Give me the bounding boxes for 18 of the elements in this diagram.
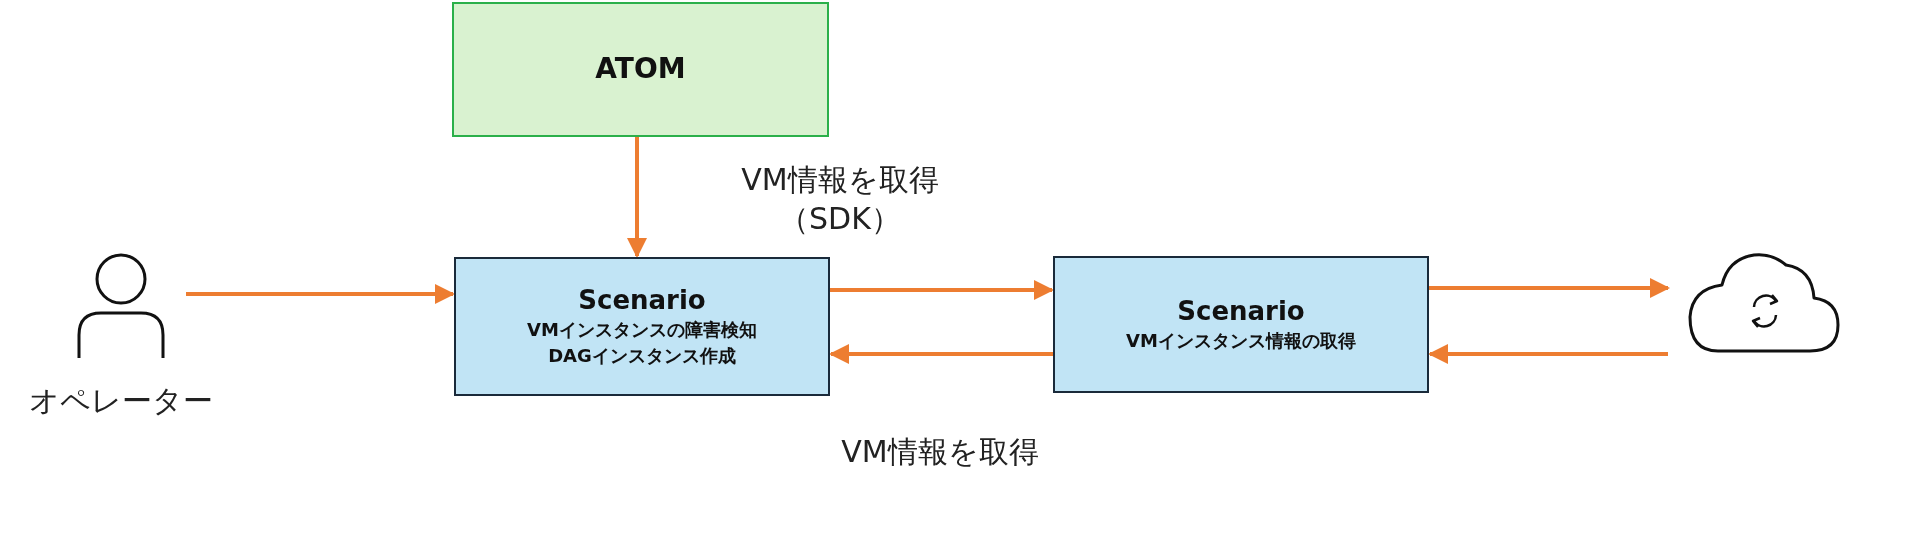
process-box (454, 257, 830, 396)
arrow (1429, 278, 1670, 298)
edge-note: VM情報を取得 (840, 433, 1040, 471)
box-heading: Scenario (1177, 294, 1305, 328)
box-text: VMインスタンス情報の取得 (1126, 329, 1356, 354)
arrow (186, 284, 455, 304)
box-text: DAGインスタンス作成 (548, 344, 736, 369)
process-box (1053, 256, 1429, 393)
edge-note: VM情報を取得（SDK） (740, 161, 940, 238)
box-text: VMインスタンスの障害検知 (527, 318, 757, 343)
person-caption: オペレーター (29, 382, 213, 420)
arrow (1428, 344, 1668, 364)
arrow (829, 344, 1053, 364)
box-heading: Scenario (578, 283, 706, 317)
process-box (452, 2, 829, 137)
box-heading: ATOM (595, 51, 686, 88)
arrow (627, 137, 647, 258)
arrow (830, 280, 1054, 300)
